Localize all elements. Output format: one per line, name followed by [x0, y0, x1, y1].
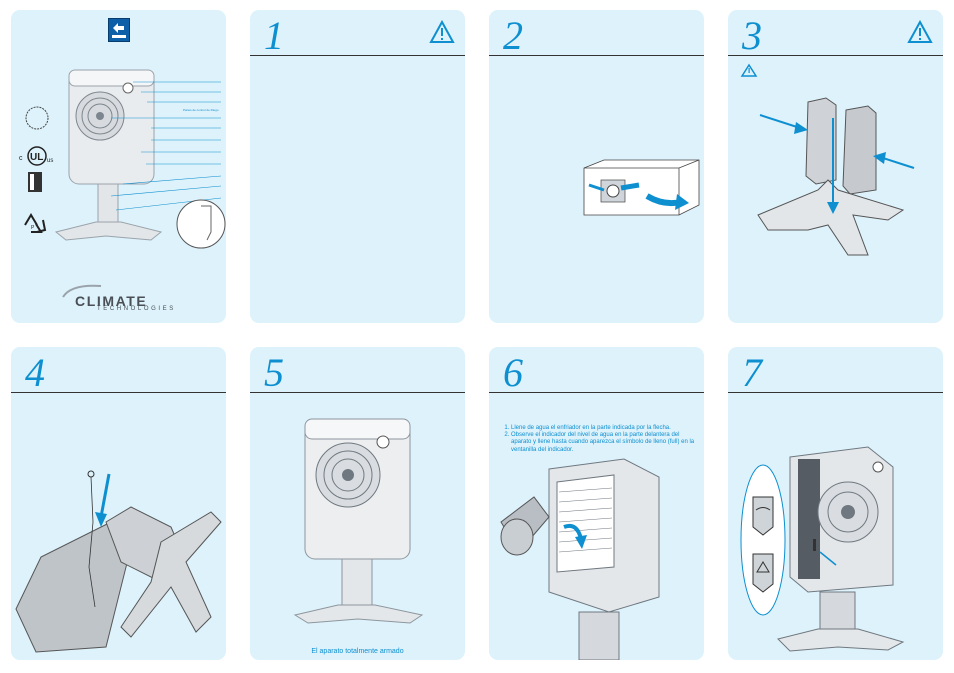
cooler-parts-diagram: c UL us P: [19, 69, 226, 298]
step-number: 1: [264, 13, 284, 58]
step-4-panel: 4: [11, 347, 226, 660]
header-rule: [728, 392, 943, 393]
step-6-panel: 6 Llene de agua el enfriador en la parte…: [489, 347, 704, 660]
fill-water-instructions: Llene de agua el enfriador en la parte i…: [499, 425, 696, 454]
water-level-indicator-illustration: [740, 446, 905, 652]
base-screw-illustration: [15, 470, 222, 653]
step-5-panel: 5 El aparato totalmente armado: [250, 347, 465, 660]
step-number: 2: [503, 13, 523, 58]
step-number: 6: [503, 350, 523, 395]
svg-text:P: P: [31, 225, 35, 231]
brand-logo: CLIMATE: [75, 293, 148, 309]
step-3-panel: 3: [728, 10, 943, 323]
brand-badge-icon: [108, 18, 130, 42]
unpacking-illustration: [583, 159, 700, 216]
cover-panel: c UL us P Partes de control de Riego CLI…: [11, 10, 226, 323]
header-rule: [489, 392, 704, 393]
warning-icon: [907, 20, 933, 44]
brand-logo-subtitle: TECHNOLOGIES: [97, 306, 176, 312]
header-rule: [11, 392, 226, 393]
assembled-cooler-illustration: [293, 418, 424, 624]
step-1-panel: 1: [250, 10, 465, 323]
header-rule: [250, 392, 465, 393]
step-number: 3: [742, 13, 762, 58]
warning-icon: [429, 20, 455, 44]
step-number: 5: [264, 350, 284, 395]
fill-water-illustration: [500, 458, 660, 660]
svg-text:us: us: [47, 158, 53, 164]
header-rule: [728, 55, 943, 56]
header-rule: [489, 55, 704, 56]
step-7-panel: 7: [728, 347, 943, 660]
svg-text:c: c: [19, 155, 23, 162]
step-number: 4: [25, 350, 45, 395]
part-label: Partes de control de Riego: [183, 108, 219, 112]
step-number: 7: [742, 350, 762, 395]
step-5-caption: El aparato totalmente armado: [311, 648, 404, 655]
instruction-item: Llene de agua el enfriador en la parte i…: [511, 425, 696, 432]
svg-text:UL: UL: [30, 152, 43, 163]
header-rule: [250, 55, 465, 56]
instruction-item: Observe el indicador del nivel de agua e…: [511, 432, 696, 454]
step-2-panel: 2: [489, 10, 704, 323]
stand-assembly-illustration: [740, 63, 915, 256]
